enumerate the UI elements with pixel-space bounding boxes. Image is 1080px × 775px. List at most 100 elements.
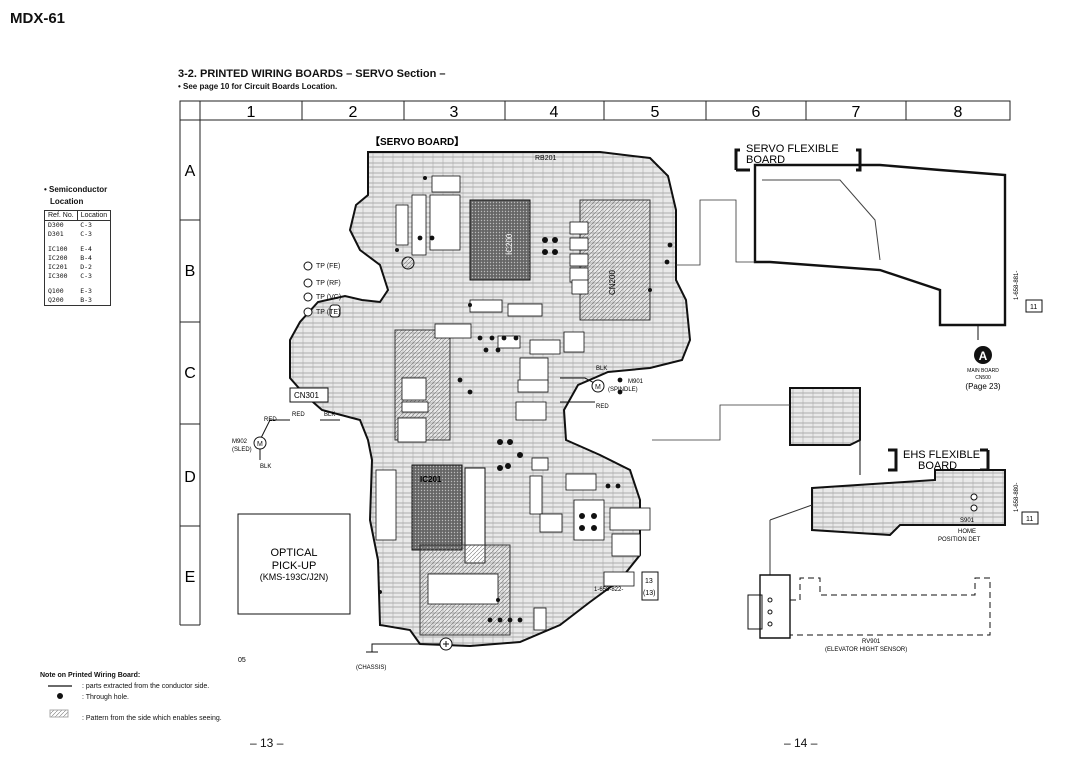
servo-board: 【SERVO BOARD】 RB201 IC200 CN200 IC201 1-… xyxy=(289,135,692,648)
sled-label: (SLED) xyxy=(232,447,252,453)
location-row: Q200 B-3 xyxy=(45,296,111,306)
note-symbols xyxy=(48,685,72,718)
test-points xyxy=(303,256,415,318)
svg-text:M: M xyxy=(257,441,263,448)
location-header: Location xyxy=(76,210,112,221)
tp-te xyxy=(303,307,313,317)
semiconductor-title-line1: • Semiconductor xyxy=(44,185,108,194)
chassis-label: (CHASSIS) xyxy=(356,665,386,671)
code-05: 05 xyxy=(238,657,246,664)
ic201-chip xyxy=(411,464,463,551)
note-line-1: : parts extracted from the conductor sid… xyxy=(82,683,210,690)
ref-13-paren: (13) xyxy=(643,590,655,597)
col-label: 1 xyxy=(247,104,256,121)
ic200-chip xyxy=(469,199,531,281)
note-line-2: : Through hole. xyxy=(82,694,129,701)
model-name: MDX-61 xyxy=(10,10,66,27)
ref-no-cell: IC200 xyxy=(48,254,68,262)
cn500-label: CN500 xyxy=(975,375,991,381)
m901-label: M901 xyxy=(628,379,644,385)
col-label: 3 xyxy=(450,104,459,121)
ref-no-cell: Q200 xyxy=(48,296,64,304)
notes-title: Note on Printed Wiring Board: xyxy=(40,672,141,679)
location-row: D301 C-3 xyxy=(45,230,111,239)
spindle-blk-label: BLK xyxy=(596,366,607,372)
location-cell: C-3 xyxy=(80,221,92,229)
chassis-ground xyxy=(366,637,453,653)
connector-a: A MAIN BOARD CN500 (Page 23) xyxy=(965,346,1001,391)
component-blocks xyxy=(375,175,651,631)
col-label: 7 xyxy=(852,104,861,121)
col-label: 5 xyxy=(651,104,660,121)
col-label: 4 xyxy=(550,104,559,121)
rv901-label: RV901 xyxy=(862,639,881,645)
section-title: 3-2. PRINTED WIRING BOARDS – SERVO Secti… xyxy=(178,68,446,80)
servo-flexible-board: SERVO FLEXIBLE BOARD 11 1-658-881- xyxy=(676,143,1043,340)
position-det-label: POSITION DET xyxy=(938,537,981,543)
ground-plane-right xyxy=(579,199,651,321)
ehs-flex-title-1: EHS FLEXIBLE xyxy=(903,449,980,461)
test-point-labels: TP (FE) TP (RF) TP (VC) TP (TE) xyxy=(316,263,341,316)
s901-label: S901 xyxy=(960,518,975,524)
optical-pickup: OPTICAL PICK-UP (KMS-193C/J2N) xyxy=(237,513,351,615)
tp-fe xyxy=(303,261,313,271)
tp-vc-label: TP (VC) xyxy=(316,294,341,301)
location-cell: C-3 xyxy=(80,230,92,238)
location-cell: C-3 xyxy=(80,272,92,280)
home-label: HOME xyxy=(958,529,976,535)
blk-wire-label-2: BLK xyxy=(260,464,271,470)
grid-frame xyxy=(179,100,1011,626)
ehs-ref-11: 11 xyxy=(1026,516,1033,523)
ehs-board-number: 1-658-880- xyxy=(1014,483,1020,512)
semiconductor-title: • Semiconductor Location xyxy=(44,184,107,208)
col-label: 2 xyxy=(349,104,358,121)
flex-board-number: 1-658-881- xyxy=(1014,271,1020,300)
red-wire-label-2: RED xyxy=(292,412,305,418)
page-number-left: – 13 – xyxy=(250,736,284,750)
row-label: D xyxy=(184,469,196,486)
row-label: C xyxy=(184,365,196,382)
ref-13: 13 xyxy=(645,578,653,585)
tp-vc xyxy=(303,292,313,302)
board-notes: Note on Printed Wiring Board: : parts ex… xyxy=(40,670,222,724)
semiconductor-title-line2: Location xyxy=(50,197,84,206)
cn200-label: CN200 xyxy=(608,270,617,295)
ref-no-cell: IC100 xyxy=(48,245,68,253)
tp-fe-label: TP (FE) xyxy=(316,263,340,270)
elevator-sensor-label: (ELEVATOR HIGHT SENSOR) xyxy=(825,647,907,653)
spindle-red-label: RED xyxy=(596,404,609,410)
ref-no-cell: D301 xyxy=(48,230,64,238)
through-holes xyxy=(378,176,673,623)
page-number-right: – 14 – xyxy=(784,736,818,750)
flex-ref-11: 11 xyxy=(1030,304,1037,311)
blk-wire-label: BLK xyxy=(324,412,335,418)
ref-no-cell: IC201 xyxy=(48,263,68,271)
row-labels: A B C D E xyxy=(184,163,196,586)
location-cell: B-4 xyxy=(80,254,92,262)
servo-board-title: 【SERVO BOARD】 xyxy=(370,135,464,148)
svg-text:M: M xyxy=(595,384,601,391)
tp-rf-label: TP (RF) xyxy=(316,280,341,287)
location-cell: D-2 xyxy=(80,263,92,271)
note-line-3: : Pattern from the side which enables se… xyxy=(82,715,222,722)
location-row: IC200 B-4 xyxy=(45,254,111,263)
optical-label-3: (KMS-193C/J2N) xyxy=(260,572,329,582)
spindle-label: (SPINDLE) xyxy=(608,387,638,393)
row-label: B xyxy=(185,263,196,280)
cn301-connector: CN301 xyxy=(289,387,329,403)
row-label: E xyxy=(185,569,196,586)
servo-flex-title-2: BOARD xyxy=(746,154,785,166)
servo-board-number: 1-658-822- xyxy=(594,587,623,593)
m902-label: M902 xyxy=(232,439,248,445)
location-row: IC201 D-2 xyxy=(45,263,111,272)
optical-label-1: OPTICAL xyxy=(270,547,317,559)
location-cell: B-3 xyxy=(80,296,92,304)
main-board-label: MAIN BOARD xyxy=(967,368,999,374)
ic200-label: IC200 xyxy=(505,233,514,255)
